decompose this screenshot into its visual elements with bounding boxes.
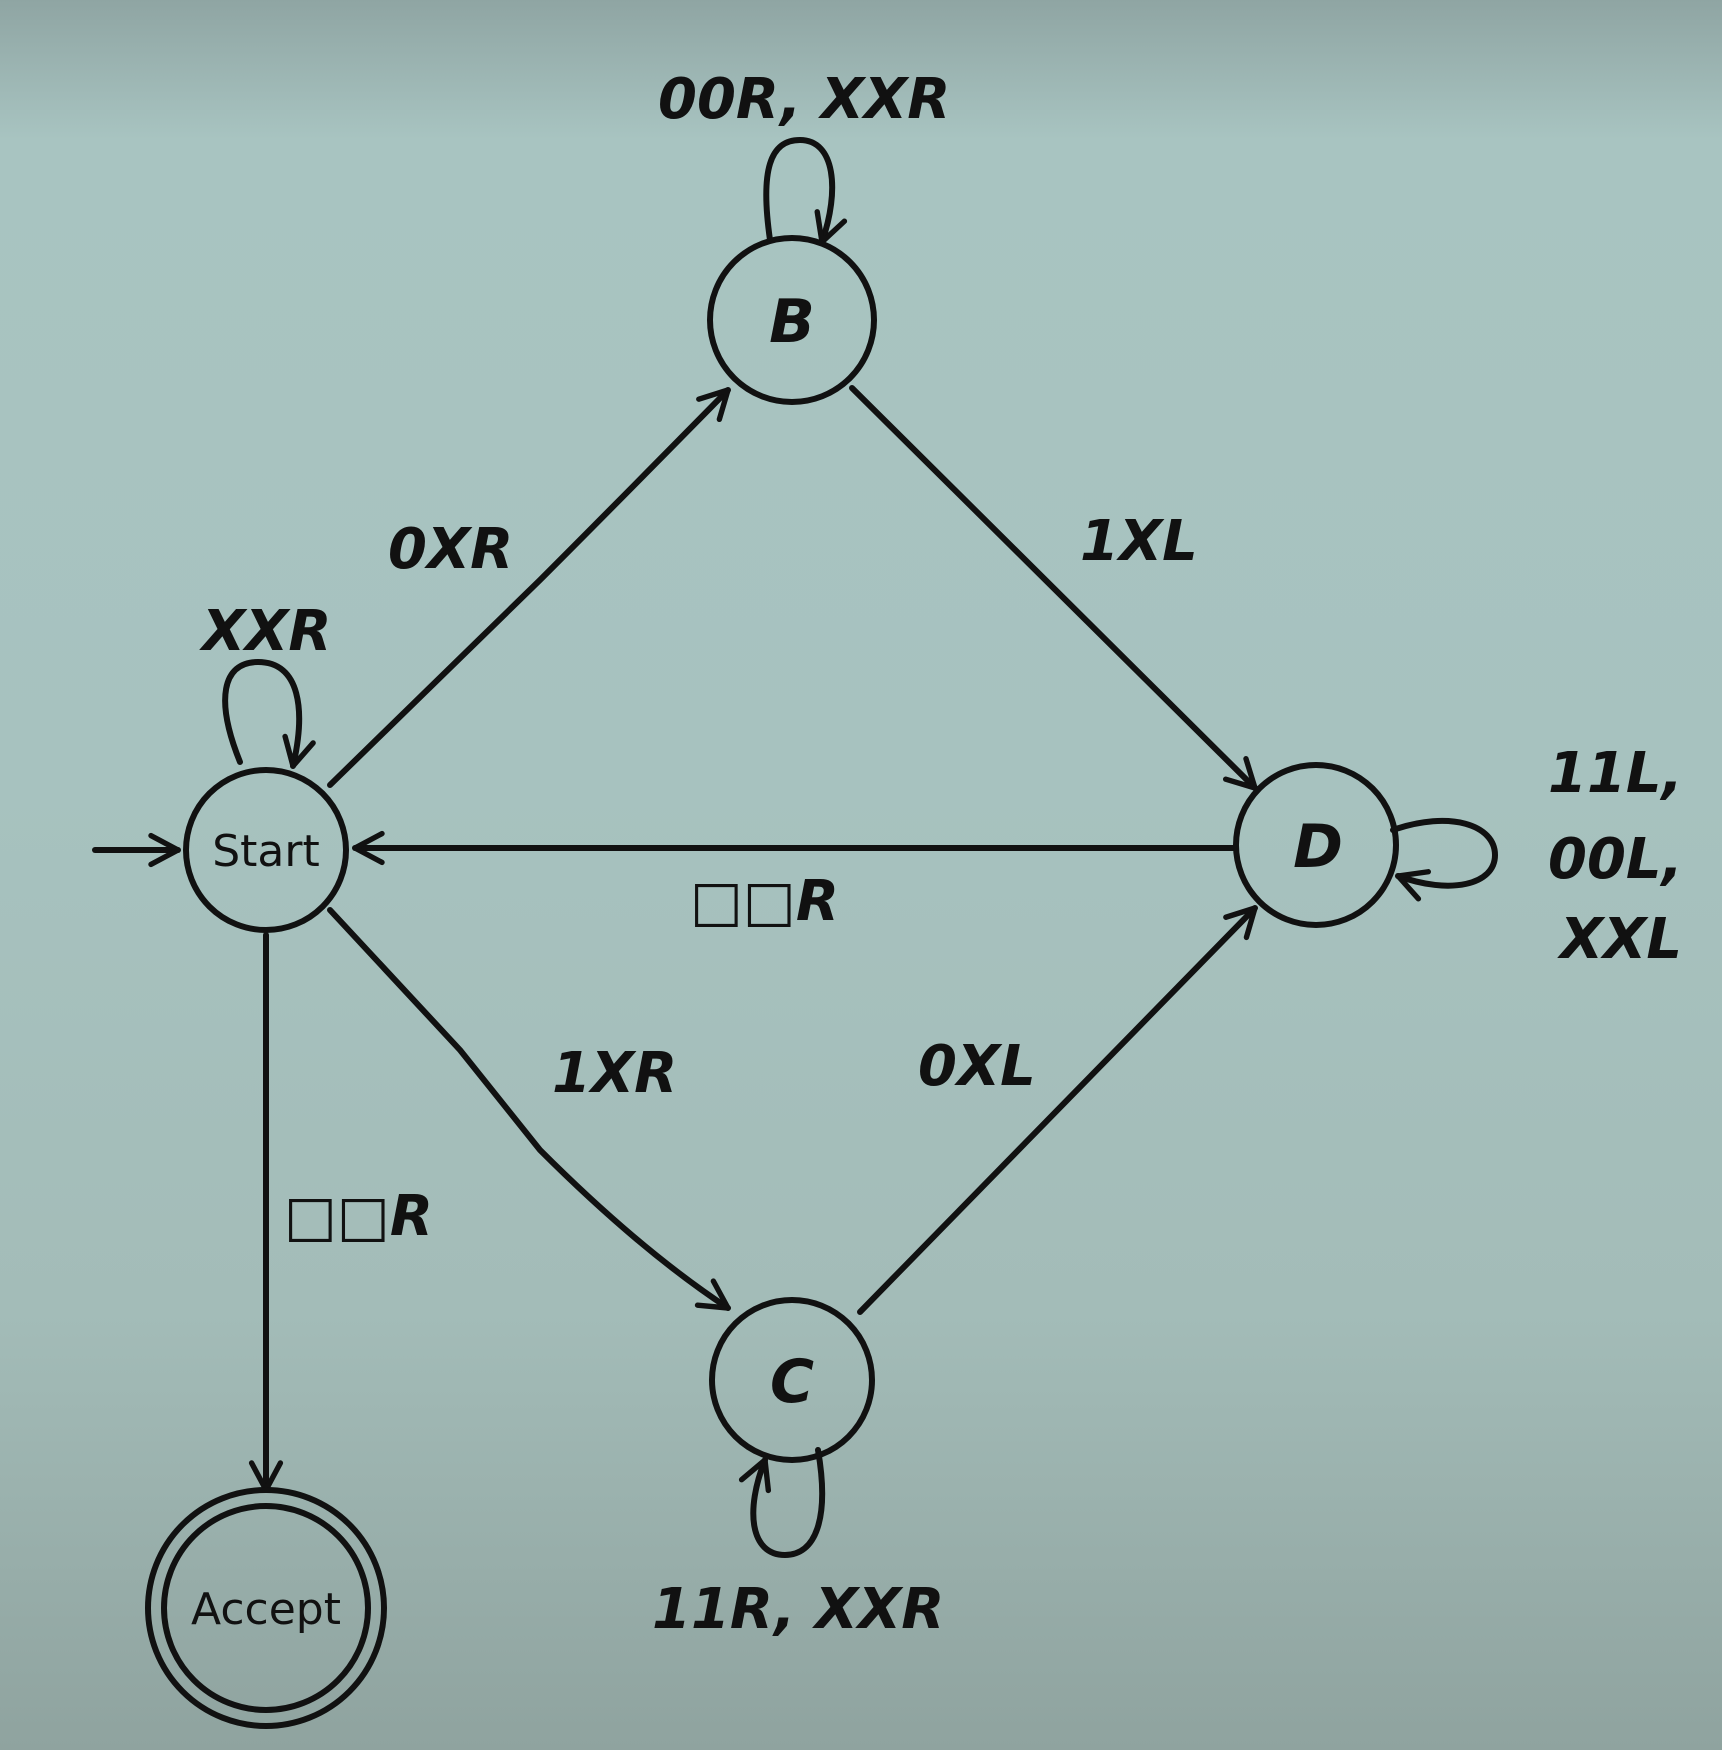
state-c-label: C [770,1347,814,1417]
state-accept-label: Accept [191,1584,341,1635]
state-c [709,1297,875,1463]
edge-c-to-d [857,905,1258,1315]
label-b-loop: 00R, XXR [658,67,950,132]
edge-start-to-c [327,907,731,1311]
label-d-loop-line1: 11L, [1548,741,1683,806]
state-accept-inner [161,1503,371,1713]
label-c-loop: 11R, XXR [652,1577,944,1642]
label-d-loop-line3: XXL [1557,907,1682,972]
state-accept-outer [145,1487,387,1729]
label-d-loop-line2: 00L, [1548,827,1683,892]
label-c-to-d: 0XL [918,1034,1036,1099]
state-d [1233,762,1399,928]
label-start-loop: XXR [199,599,331,664]
state-start [183,767,349,933]
loop-start [222,659,316,769]
label-b-to-d: 1XL [1080,509,1198,574]
state-start-label: Start [212,826,320,877]
loop-d [1390,817,1498,902]
state-b [707,235,877,405]
edge-b-to-d [849,385,1258,791]
label-start-to-b: 0XR [388,517,513,582]
state-b-label: B [769,287,815,357]
label-start-to-c: 1XR [552,1041,677,1106]
loop-c [738,1447,826,1558]
loop-b [763,137,848,245]
label-d-to-start: □□R [690,869,839,934]
edge-start-to-b [327,387,731,788]
state-d-label: D [1293,812,1343,882]
label-start-to-accept: □□R [284,1184,433,1249]
